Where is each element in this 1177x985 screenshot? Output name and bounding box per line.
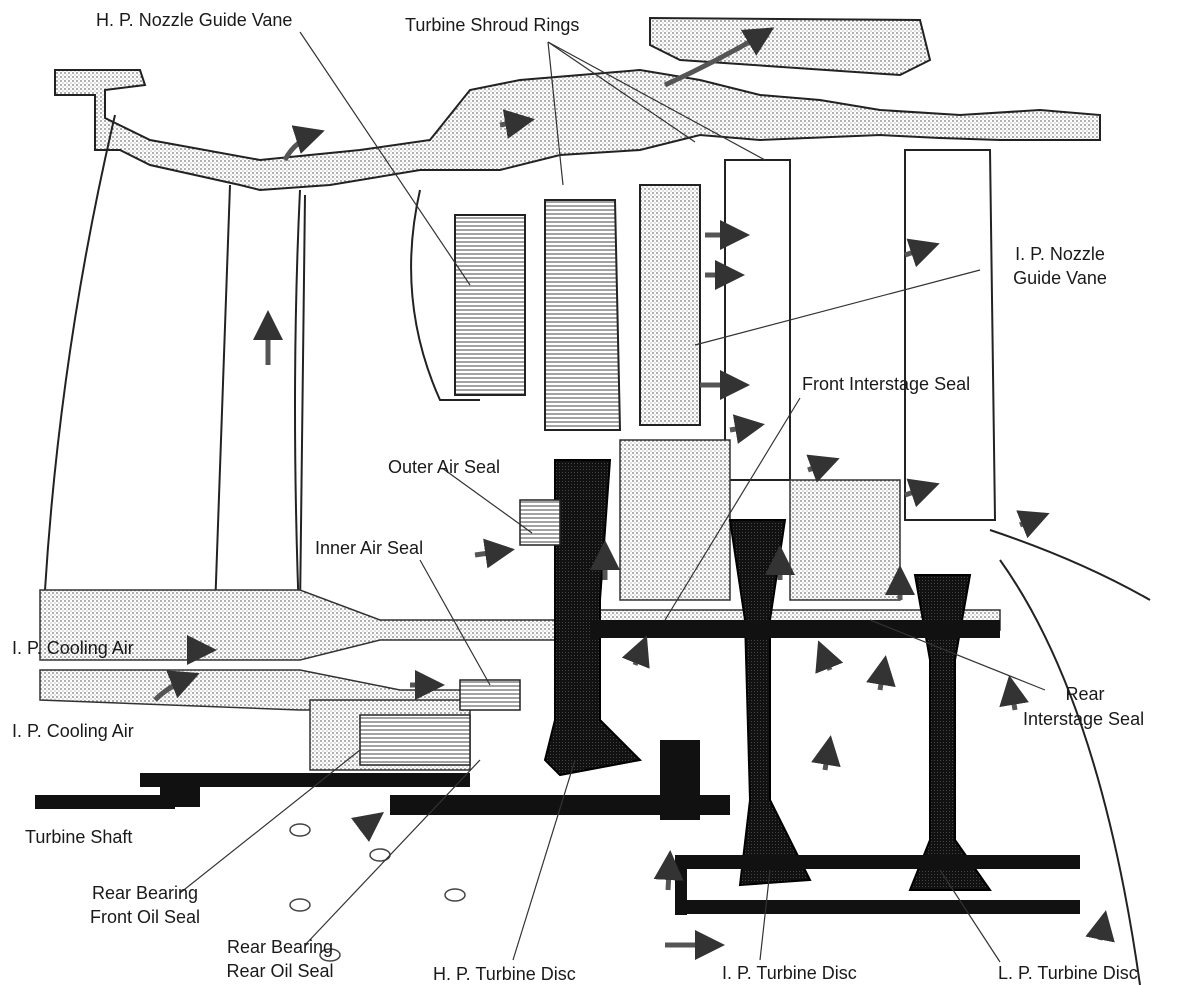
label-inner-air-seal: Inner Air Seal — [315, 538, 424, 558]
lower-holes — [289, 823, 466, 962]
label-ip-turbine-disc: I. P. Turbine Disc — [722, 963, 857, 983]
label-hp-nozzle-guide-vane: H. P. Nozzle Guide Vane — [96, 10, 293, 30]
label-turbine-shaft: Turbine Shaft — [25, 827, 133, 847]
label-outer-air-seal: Outer Air Seal — [388, 457, 501, 477]
ip-ngv-body — [639, 184, 701, 426]
lp-turbine-disc-shape — [908, 574, 992, 891]
label-lp-turbine-disc: L. P. Turbine Disc — [998, 963, 1138, 983]
hp-ngv-strut — [44, 114, 480, 641]
label-ip-nozzle-guide-vane-line1: I. P. Nozzle — [1015, 244, 1105, 264]
label-rear-bearing-front-oil-seal-line1: Rear Bearing — [91, 883, 199, 903]
interstage-drum — [590, 620, 1000, 638]
hp-turbine-disc-shape — [543, 459, 643, 777]
label-front-interstage-seal: Front Interstage Seal — [802, 374, 971, 394]
label-ip-cooling-air-upper: I. P. Cooling Air — [12, 638, 134, 658]
label-rear-interstage-seal-line1: Rear — [1065, 684, 1105, 704]
label-ip-nozzle-guide-vane-line2: Guide Vane — [1013, 268, 1107, 288]
label-ip-cooling-air-lower: I. P. Cooling Air — [12, 721, 134, 741]
hp-turbine-blade — [544, 199, 622, 431]
ip-turbine-blade — [724, 159, 791, 481]
lp-turbine-blade — [904, 149, 997, 521]
cooling-passages — [39, 439, 1001, 771]
airflow-arrows — [153, 27, 1115, 960]
label-rear-interstage-seal-line2: Interstage Seal — [1023, 709, 1145, 729]
label-turbine-shroud-rings: Turbine Shroud Rings — [405, 15, 580, 35]
label-rear-bearing-rear-oil-seal-line2: Rear Oil Seal — [226, 961, 334, 981]
label-hp-turbine-disc: H. P. Turbine Disc — [433, 964, 576, 984]
exhaust-cone — [999, 559, 1141, 985]
turbine-shaft-shape — [35, 740, 1080, 915]
hp-ngv-body — [454, 214, 526, 396]
leader-lines — [179, 31, 1046, 963]
label-rear-bearing-front-oil-seal-line2: Front Oil Seal — [89, 907, 201, 927]
label-rear-bearing-rear-oil-seal-line1: Rear Bearing — [226, 937, 334, 957]
exhaust-wall — [989, 529, 1151, 601]
